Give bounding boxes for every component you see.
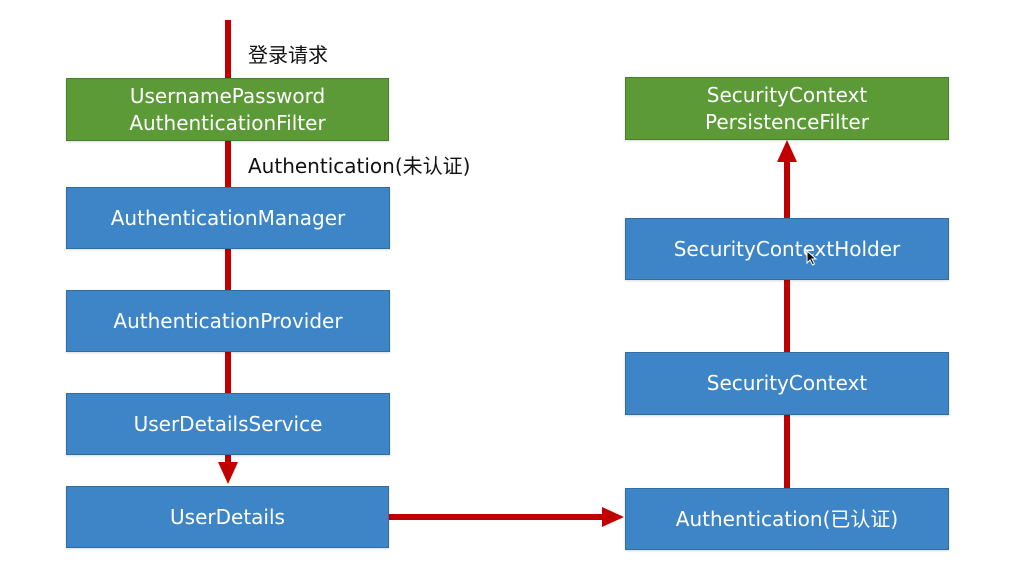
filter-line-1: UsernamePassword: [129, 83, 326, 108]
security-context-holder-label: SecurityContextHolder: [673, 236, 901, 261]
authentication-manager-box: AuthenticationManager: [66, 187, 390, 249]
authentication-manager-label: AuthenticationManager: [110, 205, 346, 230]
mouse-cursor-icon: [806, 250, 818, 266]
security-context-box: SecurityContext: [625, 352, 949, 415]
persistence-line-1: SecurityContext: [706, 82, 868, 107]
left-flow-arrowhead: [218, 462, 238, 484]
user-details-box: UserDetails: [66, 486, 389, 548]
user-details-label: UserDetails: [170, 504, 285, 529]
persistence-line-2: PersistenceFilter: [705, 109, 869, 134]
user-details-service-box: UserDetailsService: [66, 393, 390, 455]
authentication-provider-label: AuthenticationProvider: [113, 308, 343, 333]
authenticated-label: Authentication(已认证): [675, 506, 899, 531]
login-request-label: 登录请求: [248, 43, 328, 67]
username-password-filter-box: UsernamePassword AuthenticationFilter: [66, 78, 389, 141]
cross-flow-arrowhead: [602, 507, 624, 527]
filter-line-2: AuthenticationFilter: [129, 110, 326, 135]
right-flow-arrowhead: [777, 140, 797, 162]
security-context-label: SecurityContext: [706, 371, 868, 395]
security-context-persistence-filter-box: SecurityContext PersistenceFilter: [625, 77, 949, 140]
authenticated-box: Authentication(已认证): [625, 488, 949, 550]
unauthenticated-label: Authentication(未认证): [248, 154, 471, 178]
security-context-holder-box: SecurityContextHolder: [625, 218, 949, 280]
authentication-provider-box: AuthenticationProvider: [66, 290, 390, 352]
user-details-service-label: UserDetailsService: [133, 411, 323, 436]
